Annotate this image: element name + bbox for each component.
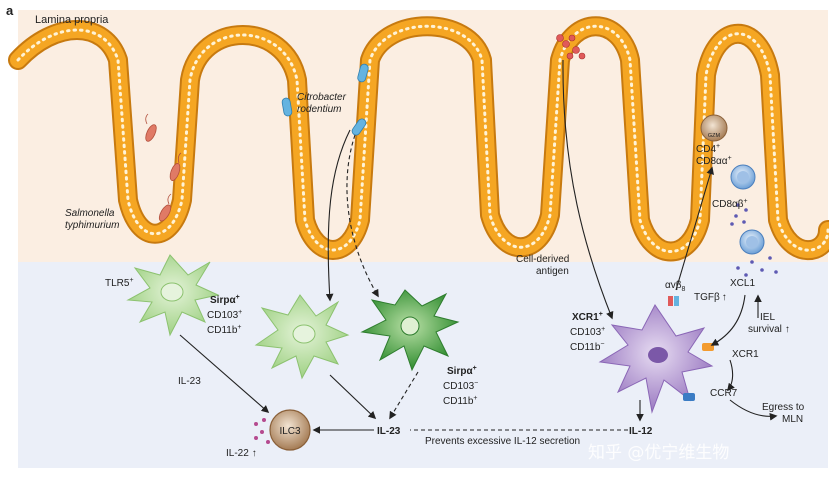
citrobacter-bacteria bbox=[281, 63, 369, 136]
cd4-cd8aa-cell: GZM bbox=[700, 114, 728, 142]
il23-center-label: IL-23 bbox=[377, 426, 401, 437]
cd8ab-label: CD8αβ+ bbox=[712, 198, 748, 210]
egress-to-mln-label: Egress to MLN bbox=[762, 402, 807, 425]
xcr1-receptor-label: XCR1 bbox=[732, 349, 759, 360]
svg-text:GZM: GZM bbox=[708, 133, 721, 139]
lamina-propria-label: Lamina propria bbox=[35, 14, 109, 26]
arrow-dark-dc-to-il23 bbox=[389, 371, 419, 420]
arrows bbox=[179, 59, 778, 434]
mid-dc-markers: Sirpα+ CD103− CD11b+ bbox=[443, 362, 481, 407]
svg-text:ILC3: ILC3 bbox=[279, 426, 301, 437]
arrow-xcr1-to-ccr7 bbox=[727, 359, 735, 392]
tlr5-label: TLR5+ bbox=[105, 277, 134, 289]
citrobacter-label: Citrobacter rodentium bbox=[297, 92, 349, 115]
arrow-mid-dc-to-il23 bbox=[329, 374, 377, 420]
xcr1-dendritic-cell bbox=[598, 296, 714, 414]
tgfb-label: TGFβ↑ bbox=[694, 292, 727, 303]
xcl1-particles bbox=[730, 203, 778, 277]
left-dendritic-cell bbox=[126, 254, 220, 337]
middle-dark-dendritic-cell bbox=[360, 289, 460, 372]
arrow-ccr7-to-mln bbox=[729, 399, 778, 421]
arrow-left-dc-to-ilc3 bbox=[179, 334, 270, 414]
right-dc-markers: XCR1+ CD103+ CD11b− bbox=[570, 308, 608, 353]
cell-derived-antigen-particles bbox=[556, 34, 586, 60]
arrow-citrobacter-dashed bbox=[346, 134, 379, 298]
avb8-label: αvβ8 bbox=[665, 280, 686, 293]
il22-particles bbox=[254, 418, 270, 444]
il23-left-label: IL-23 bbox=[178, 376, 201, 387]
arrow-xcl1-to-dc bbox=[710, 294, 746, 346]
cd8ab-cell-lower bbox=[739, 229, 765, 255]
cd4-cd8aa-label: CD4+ CD8αα+ bbox=[696, 140, 732, 167]
arrow-antigen-to-dc bbox=[562, 59, 614, 320]
middle-light-dendritic-cell bbox=[254, 294, 350, 380]
salmonella-bacteria bbox=[145, 113, 182, 222]
iel-survival-label: IEL survival↑ bbox=[748, 312, 790, 335]
ilc3-cell: ILC3 bbox=[269, 409, 311, 451]
panel-label: a bbox=[6, 3, 14, 18]
il12-label: IL-12 bbox=[629, 426, 653, 437]
cell-derived-antigen-label: Cell-derived antigen bbox=[516, 254, 572, 277]
prevents-il12-label: Prevents excessive IL-12 secretion bbox=[425, 436, 580, 447]
xcl1-label: XCL1 bbox=[730, 278, 755, 289]
ccr7-label: CCR7 bbox=[710, 388, 738, 399]
il22-label: IL-22↑ bbox=[226, 448, 257, 459]
arrow-citrobacter-solid bbox=[325, 129, 351, 302]
left-dc-markers: Sirpα+ CD103+ CD11b+ bbox=[207, 291, 245, 336]
watermark: 知乎 @优宁维生物 bbox=[588, 443, 729, 463]
epithelium-nuclei bbox=[16, 24, 829, 253]
salmonella-label: Salmonella typhimurium bbox=[65, 208, 119, 231]
cd8ab-cell-upper bbox=[730, 164, 756, 190]
arrow-avb8-to-cd4 bbox=[675, 166, 714, 291]
